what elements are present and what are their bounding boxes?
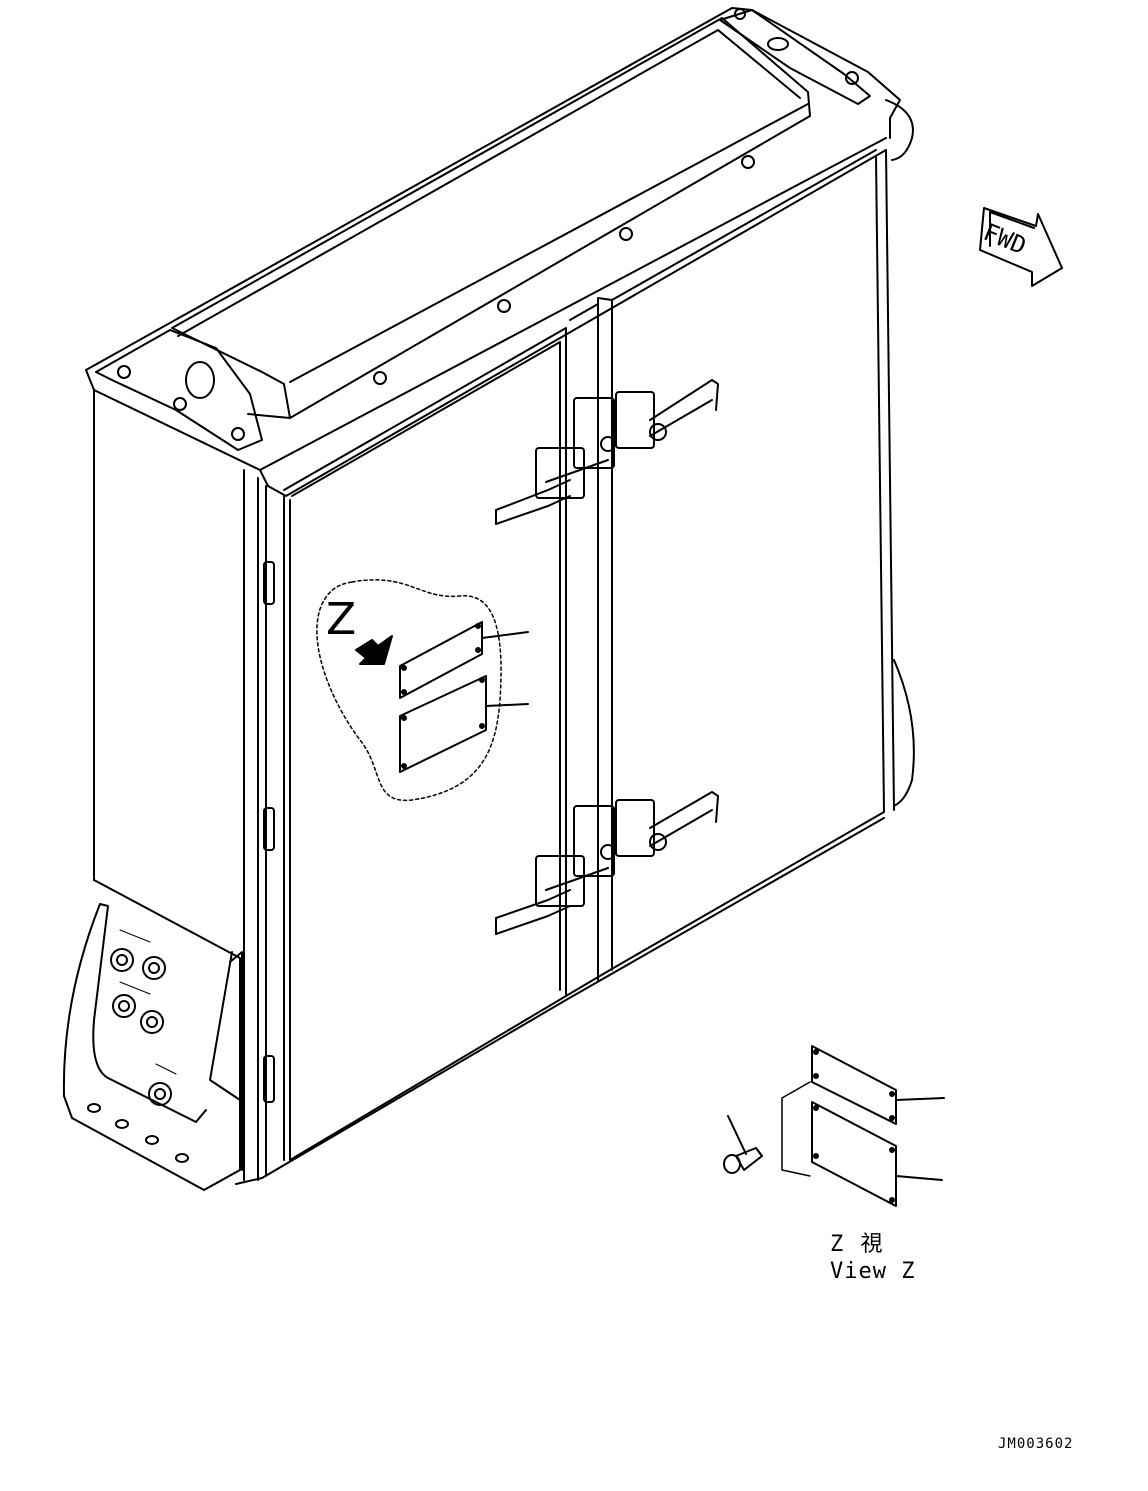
detail-area <box>316 579 529 801</box>
top-bolts <box>117 8 859 441</box>
fwd-arrow-icon <box>979 207 1063 287</box>
drawing-code: JM003602 <box>998 1436 1074 1452</box>
view-arrow-icon <box>355 635 393 665</box>
right-door <box>569 149 877 981</box>
left-door <box>283 327 567 997</box>
upper-latch-assembly <box>495 379 719 525</box>
port-bracket <box>62 879 243 1191</box>
lower-latch-assembly <box>495 791 719 935</box>
bolt-icon <box>723 1115 763 1174</box>
housing-outline <box>85 7 915 1185</box>
view-z-detail <box>723 1045 945 1207</box>
view-title-jp: Z 視 <box>830 1232 885 1257</box>
detail-marker-z: Z <box>326 594 357 645</box>
door-hinges <box>263 561 275 1103</box>
view-title-en: View Z <box>830 1259 916 1284</box>
